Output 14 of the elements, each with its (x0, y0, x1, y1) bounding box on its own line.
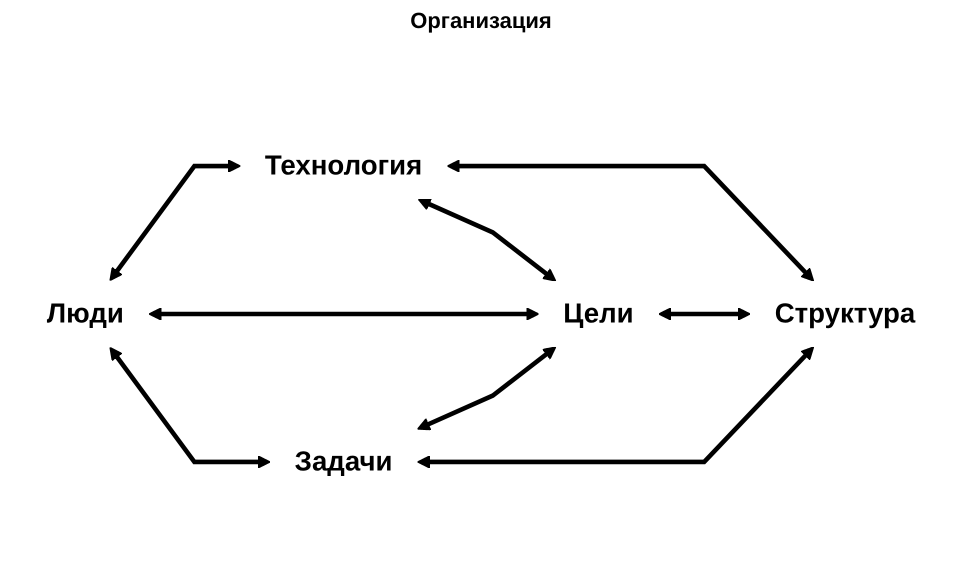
arrow (446, 159, 814, 282)
arrow (109, 346, 271, 469)
arrow (418, 198, 556, 282)
diagram-title: Организация (410, 8, 552, 33)
node-text: Задачи (294, 446, 392, 477)
node-text: Структура (774, 298, 916, 329)
arrow (148, 307, 540, 321)
arrow (109, 159, 242, 282)
node-text: Цели (563, 298, 634, 329)
arrow (417, 346, 814, 469)
arrow (658, 307, 751, 321)
node-text: Технология (264, 150, 422, 181)
arrow (416, 346, 556, 430)
node-text: Люди (46, 298, 124, 329)
